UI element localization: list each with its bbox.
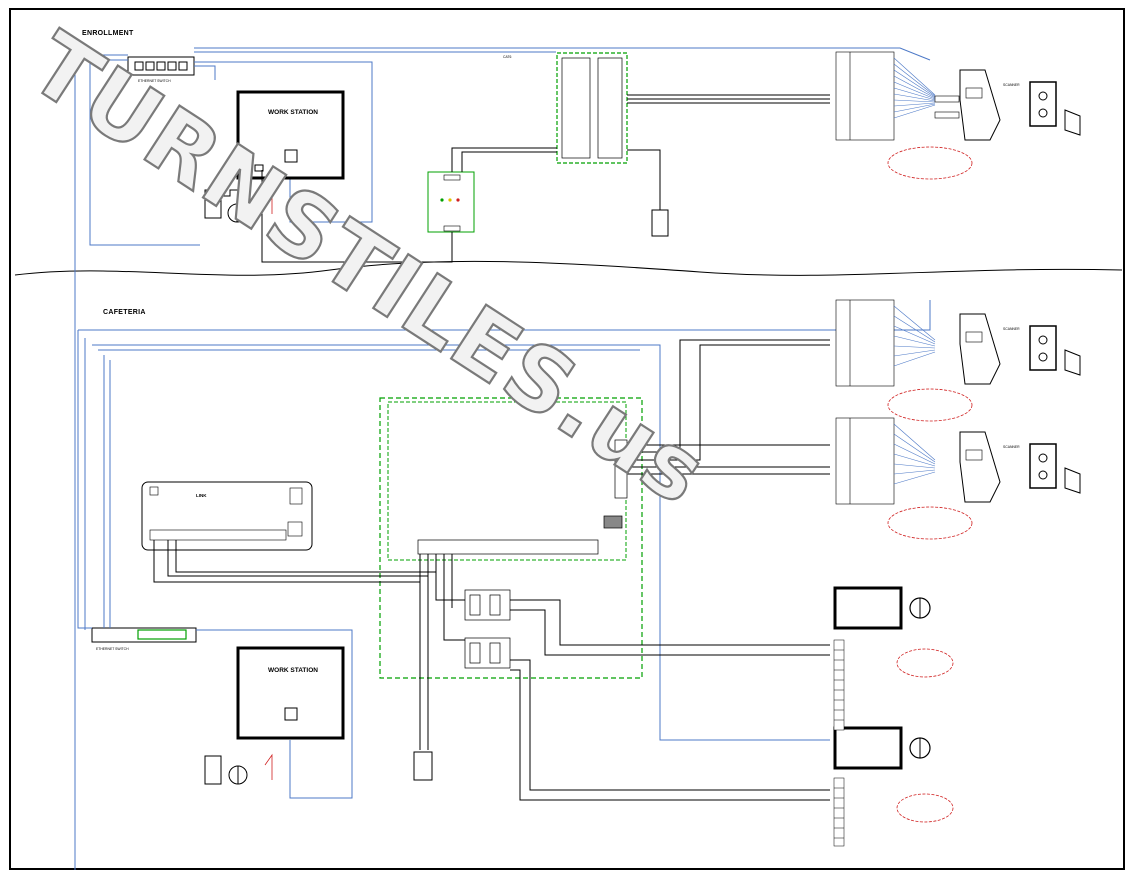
workstation-enrollment <box>236 90 345 180</box>
cat-label: CAT6 <box>503 55 512 59</box>
enrollment-scanner <box>934 69 1001 141</box>
enrollment-network-wires <box>74 47 931 870</box>
enrollment-terminal-block <box>835 51 895 141</box>
cafeteria-note-clouds <box>887 388 973 823</box>
cafeteria-network-switch <box>91 627 197 643</box>
relay-module-2 <box>464 637 511 669</box>
cafeteria-duplex-outlet-1 <box>1029 325 1081 376</box>
enrollment-usb-reader <box>427 171 475 233</box>
turnstile-1 <box>833 586 931 630</box>
cafeteria-duplex-outlet-2 <box>1029 443 1081 494</box>
usb-cable <box>261 170 453 263</box>
cafeteria-power-supply <box>413 751 433 781</box>
cafeteria-controller <box>379 397 643 679</box>
enrollment-network-switch <box>127 56 195 76</box>
cafeteria-scanner-1 <box>959 313 1001 385</box>
cafeteria-network-wires <box>77 300 931 799</box>
cafeteria-control-wires <box>153 339 830 801</box>
enrollment-fan-wires <box>893 57 936 119</box>
cafeteria-scanner-2 <box>959 431 1001 503</box>
workstation-cafeteria-title: WORK STATION <box>268 667 318 674</box>
cafeteria-switch-caption: ETHERNET SWITCH <box>96 647 129 651</box>
enrollment-power-supply <box>651 209 669 237</box>
turnstile-1-terminal-list <box>833 639 845 731</box>
relay-module-1 <box>464 589 511 621</box>
enrollment-scanner-label: SCANNER <box>1003 83 1020 87</box>
cafeteria-label: CAFETERIA <box>103 309 146 316</box>
enrollment-outlet <box>204 172 251 223</box>
workstation-cafeteria <box>236 646 345 740</box>
enrollment-label: ENROLLMENT <box>82 30 134 37</box>
enrollment-note-cloud <box>887 146 973 180</box>
page-border <box>9 8 1125 870</box>
link-interface-board <box>141 481 313 551</box>
turnstile-2-terminal-list <box>833 777 845 847</box>
turnstile-2 <box>833 726 931 770</box>
link-board-brand: LINK <box>196 493 207 498</box>
cafeteria-scanner-1-label: SCANNER <box>1003 327 1020 331</box>
red-wire-accents <box>264 188 273 780</box>
enrollment-controller <box>556 52 628 164</box>
section-divider <box>14 260 1123 276</box>
enrollment-controller-wires <box>451 94 830 210</box>
cafeteria-outlet <box>204 755 248 785</box>
cafeteria-fan-wires <box>893 305 936 485</box>
cafeteria-terminal-block-2 <box>835 417 895 505</box>
cafeteria-terminal-block-1 <box>835 299 895 387</box>
enrollment-switch-caption: ETHERNET SWITCH <box>138 79 171 83</box>
enrollment-duplex-outlet <box>1029 81 1081 136</box>
workstation-enrollment-title: WORK STATION <box>268 109 318 116</box>
cafeteria-scanner-2-label: SCANNER <box>1003 445 1020 449</box>
